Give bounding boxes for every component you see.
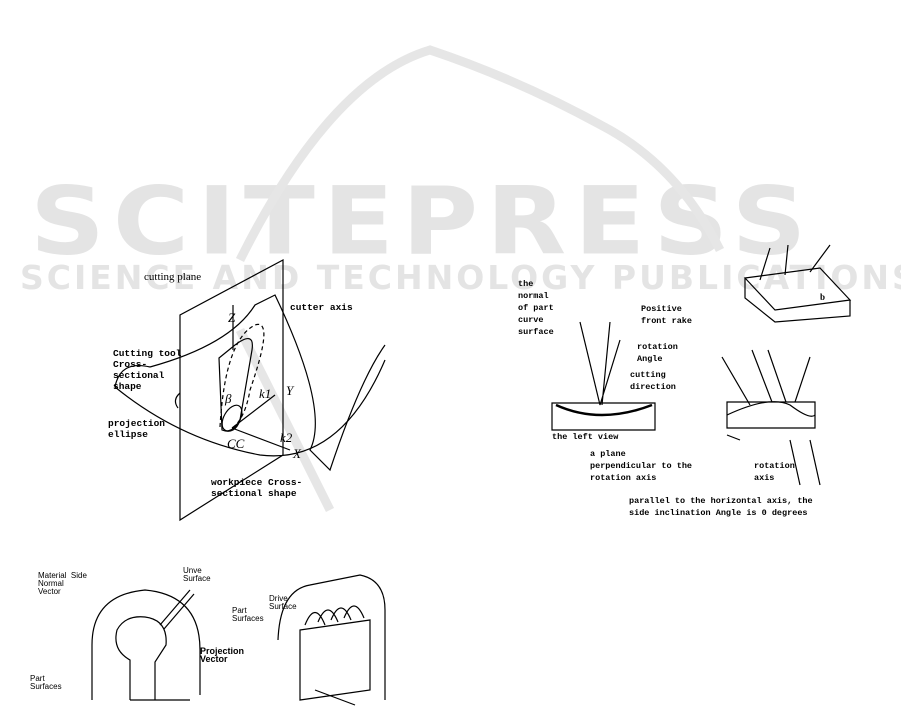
label-drive-surface-right: Drive Surface — [269, 594, 297, 611]
label-k1: k1 — [259, 386, 272, 401]
figure-c-drawing — [91, 574, 386, 706]
label-drive-surface-left: Unve Surface — [183, 566, 211, 583]
label-positive-rake: Positive front rake — [641, 304, 693, 326]
label-parallel-horizontal: parallel to the horizontal axis, the sid… — [629, 496, 813, 518]
label-cutting-tool-shape: Cutting tool Cross- sectional shape — [113, 348, 182, 392]
label-cutting-direction: cutting direction — [630, 370, 676, 392]
label-axis-x: X — [293, 446, 301, 461]
label-beta: β — [225, 391, 232, 406]
label-k2: k2 — [280, 430, 293, 445]
label-left-view: the left view — [552, 432, 619, 442]
figure-a-drawing — [114, 258, 386, 522]
label-part-normal: the normal of part curve surface — [518, 279, 554, 337]
label-projection-ellipse: projection ellipse — [108, 418, 166, 440]
watermark-logo-shape — [235, 45, 725, 513]
label-axis-z: Z — [228, 310, 236, 325]
label-rotation-angle: rotation Angle — [637, 342, 678, 364]
figure-b-drawing — [551, 244, 852, 486]
label-axis-y: Y — [286, 383, 294, 398]
label-b: b — [820, 292, 826, 302]
label-cutter-axis: cutter axis — [290, 302, 353, 313]
label-workpiece-shape: workpiece Cross- sectional shape — [211, 477, 303, 499]
label-cc: CC — [227, 436, 245, 451]
label-rotation-axis: rotation axis — [754, 461, 795, 483]
label-cutting-plane: cutting plane — [144, 271, 202, 283]
label-part-surfaces-left: Part Surfaces — [30, 674, 62, 691]
label-material-side: Material Side Normal Vector — [38, 571, 87, 596]
label-perpendicular-plane: a plane perpendicular to the rotation ax… — [590, 449, 693, 483]
watermark-subtitle: SCIENCE AND TECHNOLOGY PUBLICATIONS — [20, 258, 901, 297]
label-projection-vector: Projection Vector — [200, 646, 245, 664]
label-part-surfaces-right: Part Surfaces — [232, 606, 264, 623]
